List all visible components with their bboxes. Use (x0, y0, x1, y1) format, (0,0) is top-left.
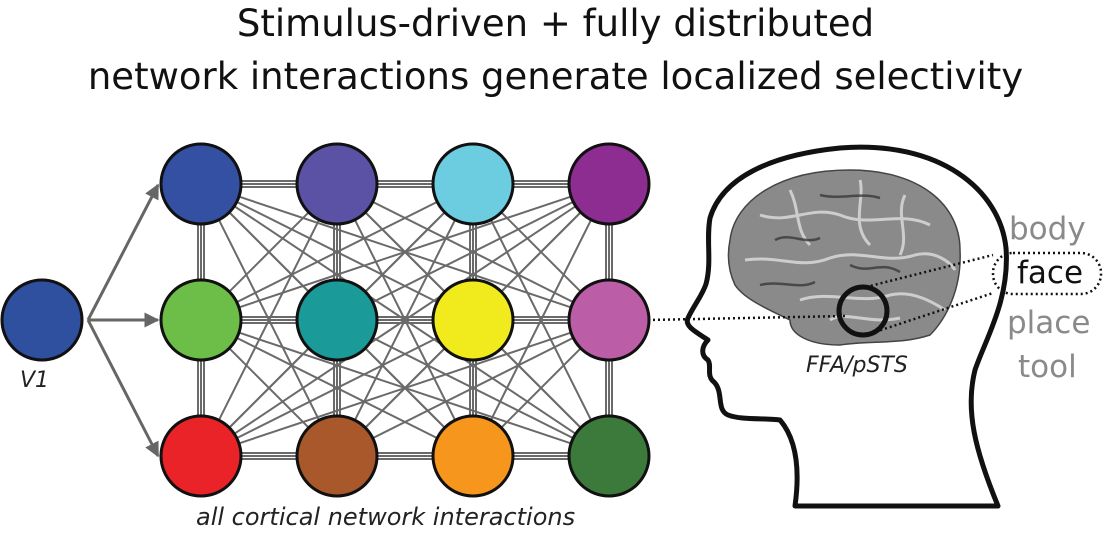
network-edges (197, 180, 613, 460)
selected-category-outline (991, 251, 1103, 296)
v1-arrows (86, 183, 160, 458)
edge-4-6 (372, 201, 574, 303)
zoom-line-upper (865, 253, 994, 289)
arrow-v1-top (86, 183, 160, 321)
v1-label: V1 (20, 368, 50, 393)
network-node-3 (431, 142, 515, 226)
category-body: body (1009, 211, 1086, 247)
title-line-2: network interactions generate localized … (87, 55, 1024, 98)
head-outline (684, 144, 1009, 509)
network-node-6 (295, 278, 379, 362)
arrow-v1-bottom (86, 319, 160, 458)
edge-7-9 (236, 337, 438, 439)
network-node-12 (567, 414, 651, 498)
v1-node (0, 278, 84, 362)
category-face: face (1017, 255, 1084, 291)
edge-8-9 (238, 331, 572, 445)
network-caption: all cortical network interactions (196, 503, 576, 531)
network-node-1 (159, 142, 243, 226)
title-line-1: Stimulus-driven + fully distributed (236, 2, 875, 45)
edge-2-5 (228, 211, 310, 293)
category-place: place (1007, 305, 1091, 341)
network-node-11 (431, 414, 515, 498)
category-tool: tool (1018, 349, 1077, 385)
edge-3-5 (236, 201, 438, 303)
edge-6-9 (228, 347, 310, 429)
network-node-8 (567, 278, 651, 362)
network-nodes (159, 142, 651, 498)
network-node-10 (295, 414, 379, 498)
edge-4-5 (238, 195, 572, 309)
ffa-region-circle (836, 284, 890, 338)
edge-8-10 (372, 337, 574, 439)
network-node-7 (431, 278, 515, 362)
network-node-9 (159, 414, 243, 498)
zoom-line-lower (865, 291, 994, 337)
network-node-2 (295, 142, 379, 226)
network-node-4 (567, 142, 651, 226)
brain-region-label: FFA/pSTS (806, 353, 908, 378)
network-node-5 (159, 278, 243, 362)
edge-8-11 (500, 347, 582, 429)
brain-image (727, 169, 961, 346)
